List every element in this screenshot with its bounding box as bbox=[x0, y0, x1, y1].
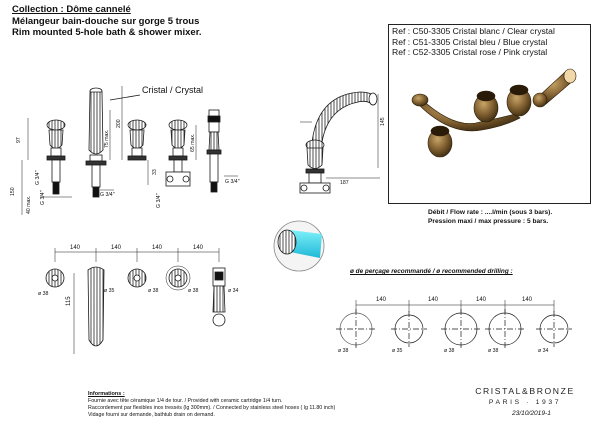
dim-38-c: ø 38 bbox=[188, 288, 198, 294]
info-line-cartridge: Fournie avec tête céramique 1/4 de tour.… bbox=[88, 398, 283, 404]
dim-115: 115 bbox=[66, 296, 72, 306]
middle-handle-elevation bbox=[127, 119, 147, 161]
drill-38-c: ø 38 bbox=[488, 348, 498, 354]
hand-shower-elevation bbox=[206, 109, 222, 193]
dim-g34-c: G 3/4" bbox=[100, 192, 115, 198]
drill-34: ø 34 bbox=[538, 348, 548, 354]
crystal-label: Cristal / Crystal bbox=[142, 85, 203, 95]
left-handle-elevation bbox=[46, 119, 66, 195]
dim-140-d: 140 bbox=[193, 245, 204, 251]
dim-97: 97 bbox=[16, 137, 22, 143]
dim-g34-e: G 3/4" bbox=[156, 193, 162, 208]
product-photo-frame bbox=[388, 24, 591, 204]
drill-35: ø 35 bbox=[392, 348, 402, 354]
info-line-hoses: Raccordement par flexibles inox tressés … bbox=[88, 405, 336, 412]
crystal-detail bbox=[273, 220, 325, 272]
reference-list: Ref : C50-3305 Cristal blanc / Clear cry… bbox=[392, 26, 555, 58]
dim-38-a: ø 38 bbox=[38, 291, 48, 297]
dim-40max: 40 max. bbox=[26, 196, 32, 214]
dim-65max: 65 max. bbox=[190, 134, 196, 152]
ref-pink: Ref : C52-3305 Cristal rose / Pink cryst… bbox=[392, 47, 548, 58]
flow-rate: Débit / Flow rate : ....l/min (sous 3 ba… bbox=[428, 209, 553, 216]
title-fr: Mélangeur bain-douche sur gorge 5 trous bbox=[12, 15, 200, 27]
product-photo bbox=[411, 68, 577, 158]
dim-38-b: ø 38 bbox=[148, 288, 158, 294]
brand-subtitle: PARIS · 1937 bbox=[488, 399, 562, 406]
drill-38-b: ø 38 bbox=[444, 348, 454, 354]
max-pressure: Pression maxi / max pressure : 5 bars. bbox=[428, 218, 549, 225]
dim-145: 145 bbox=[380, 117, 386, 126]
drill-140-d: 140 bbox=[522, 297, 533, 303]
drilling-title: ø de perçage recommandé / ø recommended … bbox=[350, 268, 513, 275]
plan-view bbox=[45, 248, 226, 354]
brand-logo: CRISTAL&BRONZE bbox=[475, 386, 575, 396]
dim-75max: 75 max. bbox=[104, 130, 110, 148]
dim-140-b: 140 bbox=[111, 245, 122, 251]
right-handle-elevation bbox=[165, 119, 191, 187]
dim-g34-b: G 3/4" bbox=[40, 190, 46, 205]
revision-date: 23/10/2019-1 bbox=[512, 410, 551, 417]
spout-elevation bbox=[85, 87, 107, 198]
dim-150: 150 bbox=[10, 187, 16, 196]
title-en: Rim mounted 5-hole bath & shower mixer. bbox=[12, 27, 202, 38]
drill-140-b: 140 bbox=[428, 297, 439, 303]
dim-g34-a: G 3/4" bbox=[35, 170, 41, 185]
info-text: Fournie avec tête céramique 1/4 de tour.… bbox=[88, 398, 335, 420]
dim-g34-d: G 3/4" bbox=[225, 179, 240, 185]
drill-38-a: ø 38 bbox=[338, 348, 348, 354]
side-view bbox=[299, 91, 380, 194]
header-block: Collection : Dôme cannelé Mélangeur bain… bbox=[12, 4, 202, 39]
front-elevation bbox=[21, 86, 238, 215]
info-title: Informations : bbox=[88, 391, 125, 397]
dim-200: 200 bbox=[116, 119, 122, 128]
dim-140-c: 140 bbox=[152, 245, 163, 251]
dim-140-a: 140 bbox=[70, 245, 81, 251]
dim-187: 187 bbox=[340, 180, 349, 186]
dim-35-a: ø 35 bbox=[104, 288, 114, 294]
drill-140-c: 140 bbox=[476, 297, 487, 303]
dim-33: 33 bbox=[152, 169, 158, 175]
drilling-diagram bbox=[336, 300, 572, 349]
drill-140-a: 140 bbox=[376, 297, 387, 303]
ref-blue: Ref : C51-3305 Cristal bleu / Blue cryst… bbox=[392, 36, 548, 47]
ref-clear: Ref : C50-3305 Cristal blanc / Clear cry… bbox=[392, 26, 555, 36]
dim-34-a: ø 34 bbox=[228, 288, 238, 294]
collection-title: Collection : Dôme cannelé bbox=[12, 4, 131, 15]
info-line-drain: Vidage fourni sur demande, bathtub drain… bbox=[88, 412, 215, 419]
flow-info: Débit / Flow rate : ....l/min (sous 3 ba… bbox=[428, 208, 552, 226]
